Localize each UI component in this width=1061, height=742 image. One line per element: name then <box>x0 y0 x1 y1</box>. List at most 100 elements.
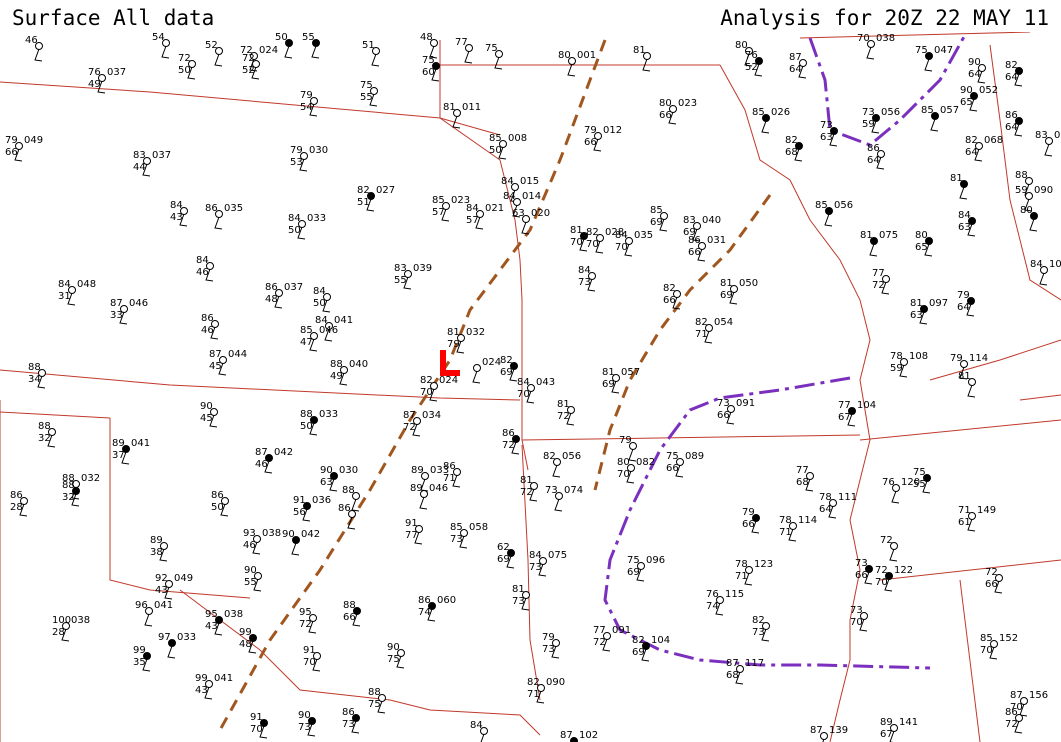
station-pressure: 056 <box>881 107 900 118</box>
station-temperature: 86 <box>10 490 23 501</box>
station-temperature: 83 <box>683 215 696 226</box>
station-temperature: 90 <box>298 710 311 721</box>
station-temperature: 75 <box>485 43 498 54</box>
wind-barb <box>959 366 968 380</box>
station-temperature: 77 <box>455 37 468 48</box>
station-dewpoint: 46 <box>255 459 268 470</box>
station-temperature: 77 <box>838 400 851 411</box>
station-pressure: 021 <box>485 203 504 214</box>
station-dewpoint: 48 <box>265 294 278 305</box>
station-pressure: 149 <box>977 505 996 516</box>
station-dewpoint: 69 <box>627 567 640 578</box>
station-dewpoint: 66 <box>584 137 597 148</box>
station-dewpoint: 31 <box>58 291 71 302</box>
station-pressure: 057 <box>621 367 640 378</box>
station-temperature: 86 <box>211 490 224 501</box>
station-dewpoint: 71 <box>779 527 792 538</box>
wind-barb <box>977 70 986 84</box>
wind-barb <box>641 648 650 662</box>
station-temperature: 87 <box>110 298 123 309</box>
station-temperature: 62 <box>497 542 510 553</box>
border-dakotas-nebraska <box>0 81 501 136</box>
wind-barb <box>179 213 188 227</box>
station-plot: 72 <box>880 535 898 562</box>
station-dewpoint: 66 <box>5 147 18 158</box>
station-dewpoint: 63 <box>910 310 923 321</box>
wind-barb <box>715 602 724 616</box>
station-temperature: 99 <box>239 627 252 638</box>
station-temperature: 72 <box>875 565 888 576</box>
wind-barb <box>989 646 998 660</box>
station-pressure: 035 <box>224 203 243 214</box>
station-temperature: 81 <box>557 399 570 410</box>
station-dewpoint: 69 <box>500 367 513 378</box>
station-temperature: 81 <box>512 584 525 595</box>
border-nebraska-kansas <box>0 369 521 401</box>
station-temperature: 82 <box>1005 60 1018 71</box>
map-header: Surface All data Analysis for 20Z 22 MAY… <box>0 0 1061 32</box>
station-temperature: 99 <box>195 673 208 684</box>
wind-barb <box>347 516 356 530</box>
station-temperature: 84 <box>470 720 483 731</box>
station-dewpoint: 70 <box>980 645 993 656</box>
station-temperature: 86 <box>418 595 431 606</box>
station-temperature: 71 <box>958 505 971 516</box>
station-pressure: 028 <box>605 227 624 238</box>
station-plot: 48 <box>420 32 438 59</box>
wind-barb <box>291 542 300 556</box>
wind-barb <box>47 434 56 448</box>
station-pressure: 060 <box>437 595 456 606</box>
station-pressure: 049 <box>174 573 193 584</box>
station-dewpoint: 66 <box>742 519 755 530</box>
station-dewpoint: 46 <box>196 267 209 278</box>
station-plot: 79 <box>619 435 637 462</box>
analysis-valid-time: Analysis for 20Z 22 MAY 11 <box>720 6 1049 30</box>
station-dewpoint: 43 <box>155 585 168 596</box>
wind-barb <box>299 158 308 172</box>
wind-barb <box>142 163 151 177</box>
station-plot: 81 <box>950 173 968 200</box>
station-temperature: 85 <box>432 195 445 206</box>
station-pressure: 104 <box>857 400 876 411</box>
station-dewpoint: 44 <box>133 162 146 173</box>
station-dewpoint: 70 <box>1010 702 1023 713</box>
wind-barb <box>675 464 684 478</box>
station-temperature: 73 <box>820 120 833 131</box>
wind-barb <box>579 238 588 252</box>
station-temperature: 88 <box>28 362 41 373</box>
wind-barb <box>919 311 928 325</box>
station-temperature: 85 <box>921 105 934 116</box>
wind-barb <box>828 505 837 519</box>
station-temperature: 72 <box>985 567 998 578</box>
station-temperature: 85 <box>752 107 765 118</box>
station-temperature: 73 <box>717 398 730 409</box>
wind-barb <box>526 390 535 404</box>
station-dewpoint: 33 <box>110 310 123 321</box>
station-pressure: 152 <box>999 633 1018 644</box>
wind-barb <box>595 240 604 254</box>
wind-barb <box>339 372 348 386</box>
wind-barb <box>19 503 28 517</box>
station-dewpoint: 51 <box>357 197 370 208</box>
station-dewpoint: 52 <box>242 65 255 76</box>
station-pressure: 108 <box>909 351 928 362</box>
wind-barb <box>214 216 223 230</box>
station-plot: 80 <box>1020 205 1038 232</box>
station-dewpoint: 70 <box>617 469 630 480</box>
